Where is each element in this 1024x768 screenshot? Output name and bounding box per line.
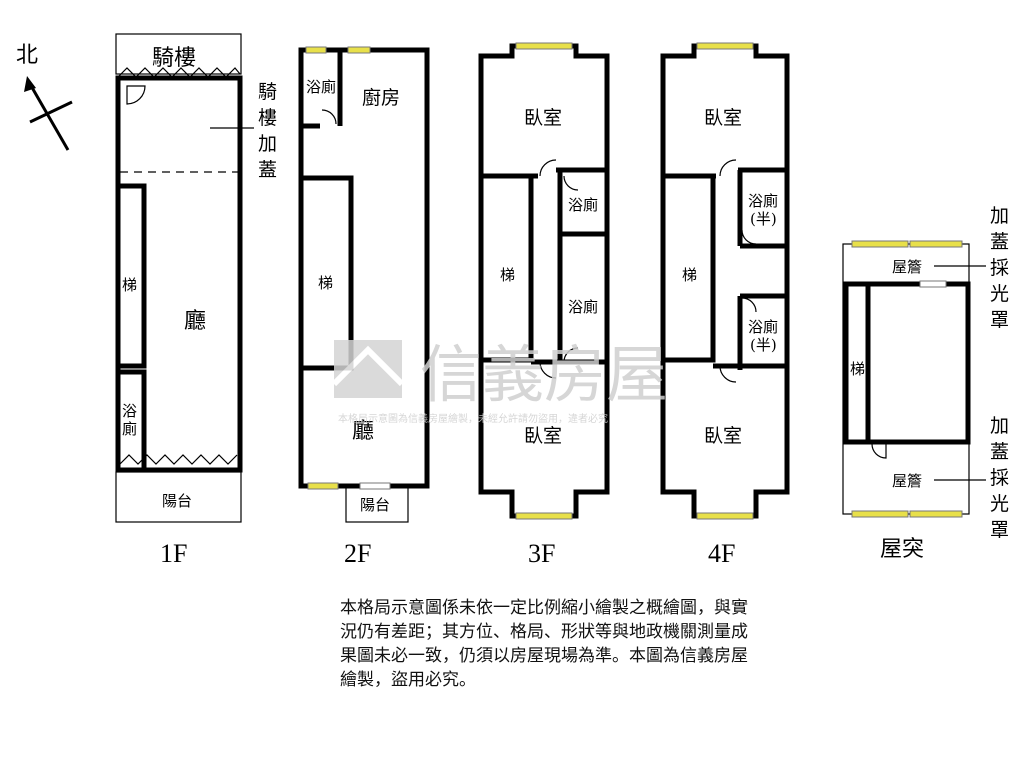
floor-4f-label: 4F [708, 539, 735, 568]
balcony-1f [115, 471, 242, 523]
door-3f-d [563, 347, 579, 363]
door-roof [871, 443, 887, 459]
half-bath-4f-2-label-a: 浴廁 [748, 318, 778, 336]
arcade-ext-label-3: 加 [258, 133, 277, 155]
skylight-top-label-1: 加 [990, 205, 1009, 227]
door-4f-c [741, 297, 757, 313]
skylight-bottom-label-3: 採 [990, 467, 1009, 489]
arcade-ext-label-1: 騎 [258, 81, 277, 103]
half-bath-4f-1-label-a: 浴廁 [748, 192, 778, 210]
balcony-2f-label: 陽台 [360, 496, 390, 514]
door-4f-a [719, 159, 737, 177]
watermark-notice: 本格局示意圖為信義房屋繪製，未經允許請勿盜用，違者必究 [338, 412, 608, 425]
arcade-ext-label-4: 蓋 [258, 159, 277, 181]
balcony-door-2f [359, 482, 391, 490]
arcade-ext-label-2: 樓 [258, 107, 277, 129]
floor-3f: 臥室 梯 浴廁 浴廁 臥室 3F [478, 42, 610, 568]
floor-roof: 屋簷 梯 屋簷 加 蓋 採 光 罩 加 蓋 採 光 罩 屋突 [842, 205, 1009, 562]
door-1f-front [126, 85, 146, 105]
disclaimer-text: 本格局示意圖係未依一定比例縮小繪製之概繪圖，與實況仍有差距；其方位、格局、形狀等… [340, 598, 748, 690]
door-4f-b [741, 229, 757, 245]
window-2f-b [347, 46, 371, 54]
bath-1f-label-1: 浴 [122, 402, 137, 420]
door-4f-d [719, 365, 737, 383]
compass: 北 [16, 43, 73, 151]
bedroom-3f-bottom-label: 臥室 [524, 425, 562, 447]
window-3f-bottom [515, 512, 573, 520]
floor-roof-label: 屋突 [880, 537, 924, 562]
north-label: 北 [16, 43, 38, 68]
stairs-4f-label: 梯 [682, 266, 697, 284]
bath-1f [115, 369, 147, 473]
skylight-top-label-2: 蓋 [990, 231, 1009, 253]
kitchen-2f-label: 廚房 [362, 86, 400, 109]
stairs-roof-label: 梯 [850, 360, 865, 378]
floor-2f-label: 2F [344, 539, 371, 568]
bedroom-3f-top-label: 臥室 [524, 107, 562, 129]
stairs-1f [115, 183, 147, 369]
watermark: 信義房屋 本格局示意圖為信義房屋繪製，未經允許請勿盜用，違者必究 [331, 338, 668, 425]
bath-3f-2-label: 浴廁 [568, 298, 598, 316]
arcade-box [115, 33, 242, 75]
stairs-3f-label: 梯 [500, 266, 515, 284]
skylight-top-label-5: 罩 [990, 309, 1009, 331]
door-3f-a [539, 159, 557, 177]
window-4f-top [696, 42, 754, 50]
eave-bottom-label: 屋簷 [892, 472, 922, 490]
window-2f-c [307, 482, 339, 490]
hall-2f-label: 廳 [352, 419, 374, 444]
north-arrow-icon [24, 76, 36, 92]
skylight-bottom-label-4: 光 [990, 493, 1009, 515]
stairs-3f [478, 173, 534, 363]
roof-door-top [919, 280, 947, 288]
skylight-bottom-label-2: 蓋 [990, 441, 1009, 463]
floor-2f: 浴廁 廚房 梯 廳 陽台 2F [298, 46, 430, 568]
bath-2f-label: 浴廁 [306, 78, 336, 96]
roof-room [843, 281, 971, 445]
compass-crossbar [29, 100, 73, 124]
half-bath-4f-1-label-b: (半) [750, 210, 777, 228]
skylight-bottom-label-5: 罩 [990, 519, 1009, 541]
skylight-top-label-3: 採 [990, 257, 1009, 279]
floor-3f-walls [478, 43, 610, 519]
north-arrow-shaft [28, 83, 70, 151]
stairs-1f-label: 梯 [122, 276, 137, 294]
door-3f-c [539, 361, 557, 379]
window-2f-a [305, 46, 327, 54]
stairs-4f [660, 173, 716, 363]
bedroom-4f-bottom-label: 臥室 [704, 425, 742, 447]
window-roof-bottom-a [851, 510, 909, 518]
door-2f-bath [321, 109, 337, 125]
stairs-2f-label: 梯 [318, 274, 333, 292]
window-3f-top [515, 42, 573, 50]
arcade-zigzag [117, 67, 241, 78]
door-3f-b [563, 175, 579, 191]
window-roof-top-a [851, 240, 909, 248]
half-bath-4f-2-label-b: (半) [750, 336, 777, 354]
balcony-zigzag [119, 454, 238, 465]
watermark-brand: 信義房屋 [420, 338, 668, 411]
watermark-logo-mark [331, 345, 405, 387]
eave-top-label: 屋簷 [892, 258, 922, 276]
floor-3f-label: 3F [528, 539, 555, 568]
bath-3f-1-label: 浴廁 [568, 196, 598, 214]
arcade-label: 騎樓 [152, 46, 196, 71]
floor-1f-label: 1F [160, 539, 187, 568]
window-roof-top-b [909, 240, 963, 248]
skylight-bottom-label-1: 加 [990, 415, 1009, 437]
floor-1f: 騎樓 梯 廳 浴 廁 陽台 騎 樓 加 蓋 1F [115, 33, 277, 568]
window-4f-bottom [696, 512, 754, 520]
bedroom-4f-top-label: 臥室 [704, 107, 742, 129]
skylight-top-label-4: 光 [990, 283, 1009, 305]
floor-4f: 臥室 梯 浴廁 (半) 浴廁 (半) 臥室 4F [660, 42, 790, 568]
balcony-1f-label: 陽台 [162, 492, 192, 510]
hall-1f-label: 廳 [184, 309, 206, 334]
window-roof-bottom-b [909, 510, 963, 518]
stairs-2f [298, 175, 354, 371]
bath-1f-label-2: 廁 [122, 420, 137, 438]
floor-4f-walls [660, 43, 790, 519]
